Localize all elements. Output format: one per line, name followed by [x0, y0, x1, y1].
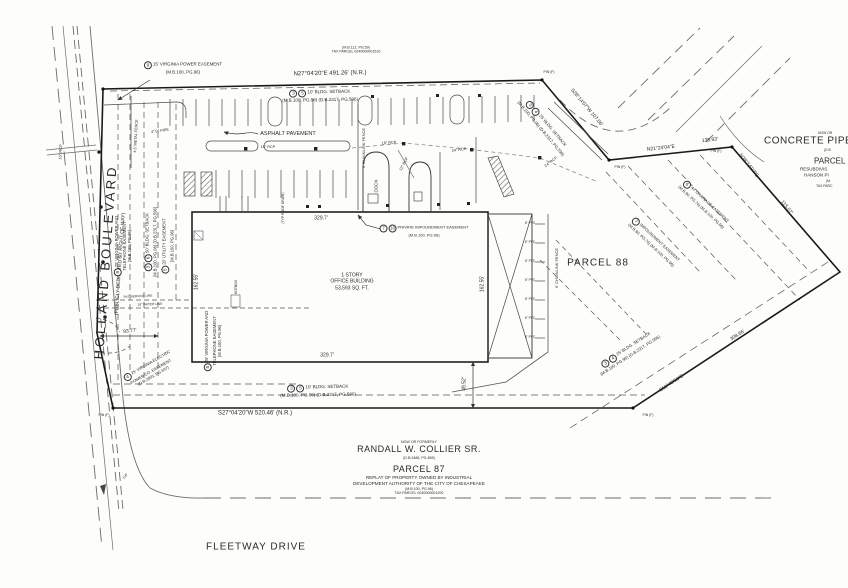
- east-parcel-sub1: RESUBDIVIS: [800, 166, 828, 172]
- va-power-tel-25-text1: 25' VIRGINIA POWER AND: [203, 310, 209, 363]
- pvc-label-6: 6" PVC: [524, 316, 536, 321]
- east-parcel-title: PARCEL: [814, 156, 846, 166]
- dock-label: DOCK: [373, 179, 379, 193]
- north-parcel-refs: (M.B.112, PG.59) TAX PARCEL 024000000151…: [332, 46, 381, 55]
- va-power-tel-25-text1: 25' VIRGINIA POWER AND: [113, 215, 119, 268]
- note-ref-8: 8: [203, 363, 212, 372]
- utility-20-text: 20' UTILITY EASEMENT: [161, 218, 167, 265]
- va-power-tel-25-note-a: 825' VIRGINIA POWER AND TELEPHONE EASEME…: [113, 215, 133, 277]
- north-parcel-tax: TAX PARCEL 0240000001510: [331, 50, 381, 54]
- parcel-87-mb: (M.B.100, PG.96): [405, 486, 433, 491]
- setback50-text: 50' BLDG. SETBACK: [144, 213, 150, 253]
- rcp15-median-label: 15" RCP: [260, 144, 276, 149]
- pvc-label-5: 6" PVC: [524, 297, 536, 302]
- south-right-dimension: 49.52': [461, 377, 468, 391]
- rcp15-holland-label: 15" RCP: [57, 144, 64, 160]
- building-stories: 1 STORY: [341, 272, 363, 279]
- east-parcel-nof: NOW OR: [818, 131, 833, 136]
- pvc-label-2: 6" PVC: [524, 240, 536, 245]
- parcel-87-replat2: DEVELOPMENT AUTHORITY OF THE CITY OF CHE…: [353, 481, 485, 487]
- setback50-refs: (M.B.100, PG.96) (D.B.2317, PG.596): [152, 206, 158, 278]
- pin-label-top: PIN (F): [543, 70, 555, 75]
- parking-linework: [103, 94, 609, 211]
- dimension-lines: [99, 79, 476, 409]
- east-parcel-name: CONCRETE PIPE: [764, 135, 848, 147]
- va-power-tel-25-ref: (M.B.100, PG.96): [127, 229, 132, 263]
- pvc-label-1: 6" PVC: [524, 221, 536, 226]
- private-impoundment-text: PRIVATE IMPOUNDMENT EASEMENT: [397, 224, 469, 230]
- asphalt-pavement-label: ASPHALT PAVEMENT: [260, 130, 316, 137]
- building-use: OFFICE BUILDING: [330, 278, 374, 285]
- north-bearing: N27°04'20"E 491.26' (N.R.): [293, 70, 367, 78]
- note-ref-3: 3: [289, 89, 298, 98]
- building-dim-top: 329.7': [314, 215, 328, 222]
- east-parcel-tax: TAX PARC: [816, 184, 833, 189]
- utility-symbols: [97, 94, 542, 319]
- note-ref-9: 9: [143, 61, 152, 70]
- building-area: 53,593 SQ. FT.: [335, 285, 369, 292]
- utility-20-note: 520' UTILITY EASEMENT (M.B.100, PG.96): [161, 218, 175, 274]
- north-parcel-mb: (M.B.112, PG.59): [342, 45, 370, 50]
- va-power-tel-25-ref: (M.B.100, PG.96): [217, 324, 222, 358]
- note-ref-3: 3: [287, 384, 296, 393]
- note-ref-8: 8: [113, 268, 122, 277]
- building-label: 1 STORY OFFICE BUILDING 53,593 SQ. FT.: [330, 273, 373, 292]
- road-linework: [45, 25, 791, 551]
- east-parcel-mb: (M.: [826, 179, 831, 184]
- utility-20-ref: (M.B.100, PG.96): [169, 229, 175, 263]
- building-dim-right: 162.55': [479, 275, 486, 293]
- note-ref-5: 5: [161, 265, 170, 274]
- south-bearing: S27°04'20"W 520.46' (N.R.): [217, 410, 293, 417]
- setback10-text: 10' BLDG. SETBACK: [307, 88, 351, 95]
- pin-label-se: PIN (F): [642, 413, 654, 418]
- pvc-label-3: 6" PVC: [524, 259, 536, 264]
- pin-label-ne: PIN (F): [614, 165, 626, 170]
- va-power-15-text: 15' VIRGINIA POWER EASEMENT: [152, 61, 223, 67]
- note-ref-10: 10: [388, 224, 397, 233]
- dock-linework: [362, 151, 432, 212]
- parcel-88-label: PARCEL 88: [567, 257, 629, 269]
- note-ref-7: 7: [379, 224, 388, 233]
- chainlink-fence-label-b: 6' CHAINLINK FENCE: [553, 247, 559, 289]
- parcel-87-replat1: REPLAT OF PROPERTY OWNED BY INDUSTRIAL: [365, 475, 473, 481]
- pvc-label-7: 6" PVC: [524, 335, 536, 340]
- parcel-87-nof: NOW OR FORMERLY: [401, 440, 437, 445]
- roof-drain-label: (TYP ROOF DRAIN): [281, 192, 286, 224]
- setback50-note: 3650' BLDG. SETBACK (M.B.100, PG.96) (D.…: [144, 206, 158, 278]
- setback10-text: 10' BLDG. SETBACK: [305, 383, 349, 390]
- parcel-87-owner: RANDALL W. COLLIER SR.: [357, 444, 481, 455]
- pin-label-sw: PIN (F): [98, 413, 110, 418]
- va-power-15-ref: (M.B.100, PG.96): [165, 69, 201, 75]
- east-parcel-db: (D.B: [824, 148, 831, 153]
- building-dim-bottom: 329.7': [320, 352, 334, 359]
- building-linework: [191, 211, 533, 363]
- building-dim-left: 162.55': [193, 273, 200, 291]
- setback-easement-lines: [93, 82, 829, 429]
- note-ref-6: 6: [144, 253, 153, 262]
- fleetway-drive-label: FLEETWAY DRIVE: [206, 541, 306, 553]
- property-boundary: [96, 78, 842, 410]
- parcel-87-db: (D.B.3486, PG.859): [403, 455, 435, 460]
- private-impoundment-ref: (M.B.100, PG.96): [408, 232, 440, 238]
- parcel-87-block: NOW OR FORMERLY RANDALL W. COLLIER SR. (…: [353, 440, 485, 496]
- va-power-tel-25-note-b: 825' VIRGINIA POWER AND TELEPHONE EASEME…: [203, 310, 223, 372]
- fence-pipe-linework: [130, 96, 599, 393]
- note-ref-5: 5: [298, 89, 307, 98]
- note-ref-5: 5: [296, 384, 305, 393]
- east-parcel-sub2: HANSON PI: [804, 172, 829, 178]
- hotbox-label: HOTBOX: [234, 279, 239, 295]
- parcel-87-name: PARCEL 87: [392, 464, 446, 475]
- pvc-label-4: 6" PVC: [524, 278, 536, 283]
- pin-label-east: PIN (F): [710, 149, 722, 154]
- parcel-87-tax: TAX PARCEL 0240000001200: [394, 491, 444, 496]
- chainlink-fence-label-a: 6' CHAINLINK FENCE: [360, 127, 366, 169]
- note-ref-3: 3: [144, 262, 153, 271]
